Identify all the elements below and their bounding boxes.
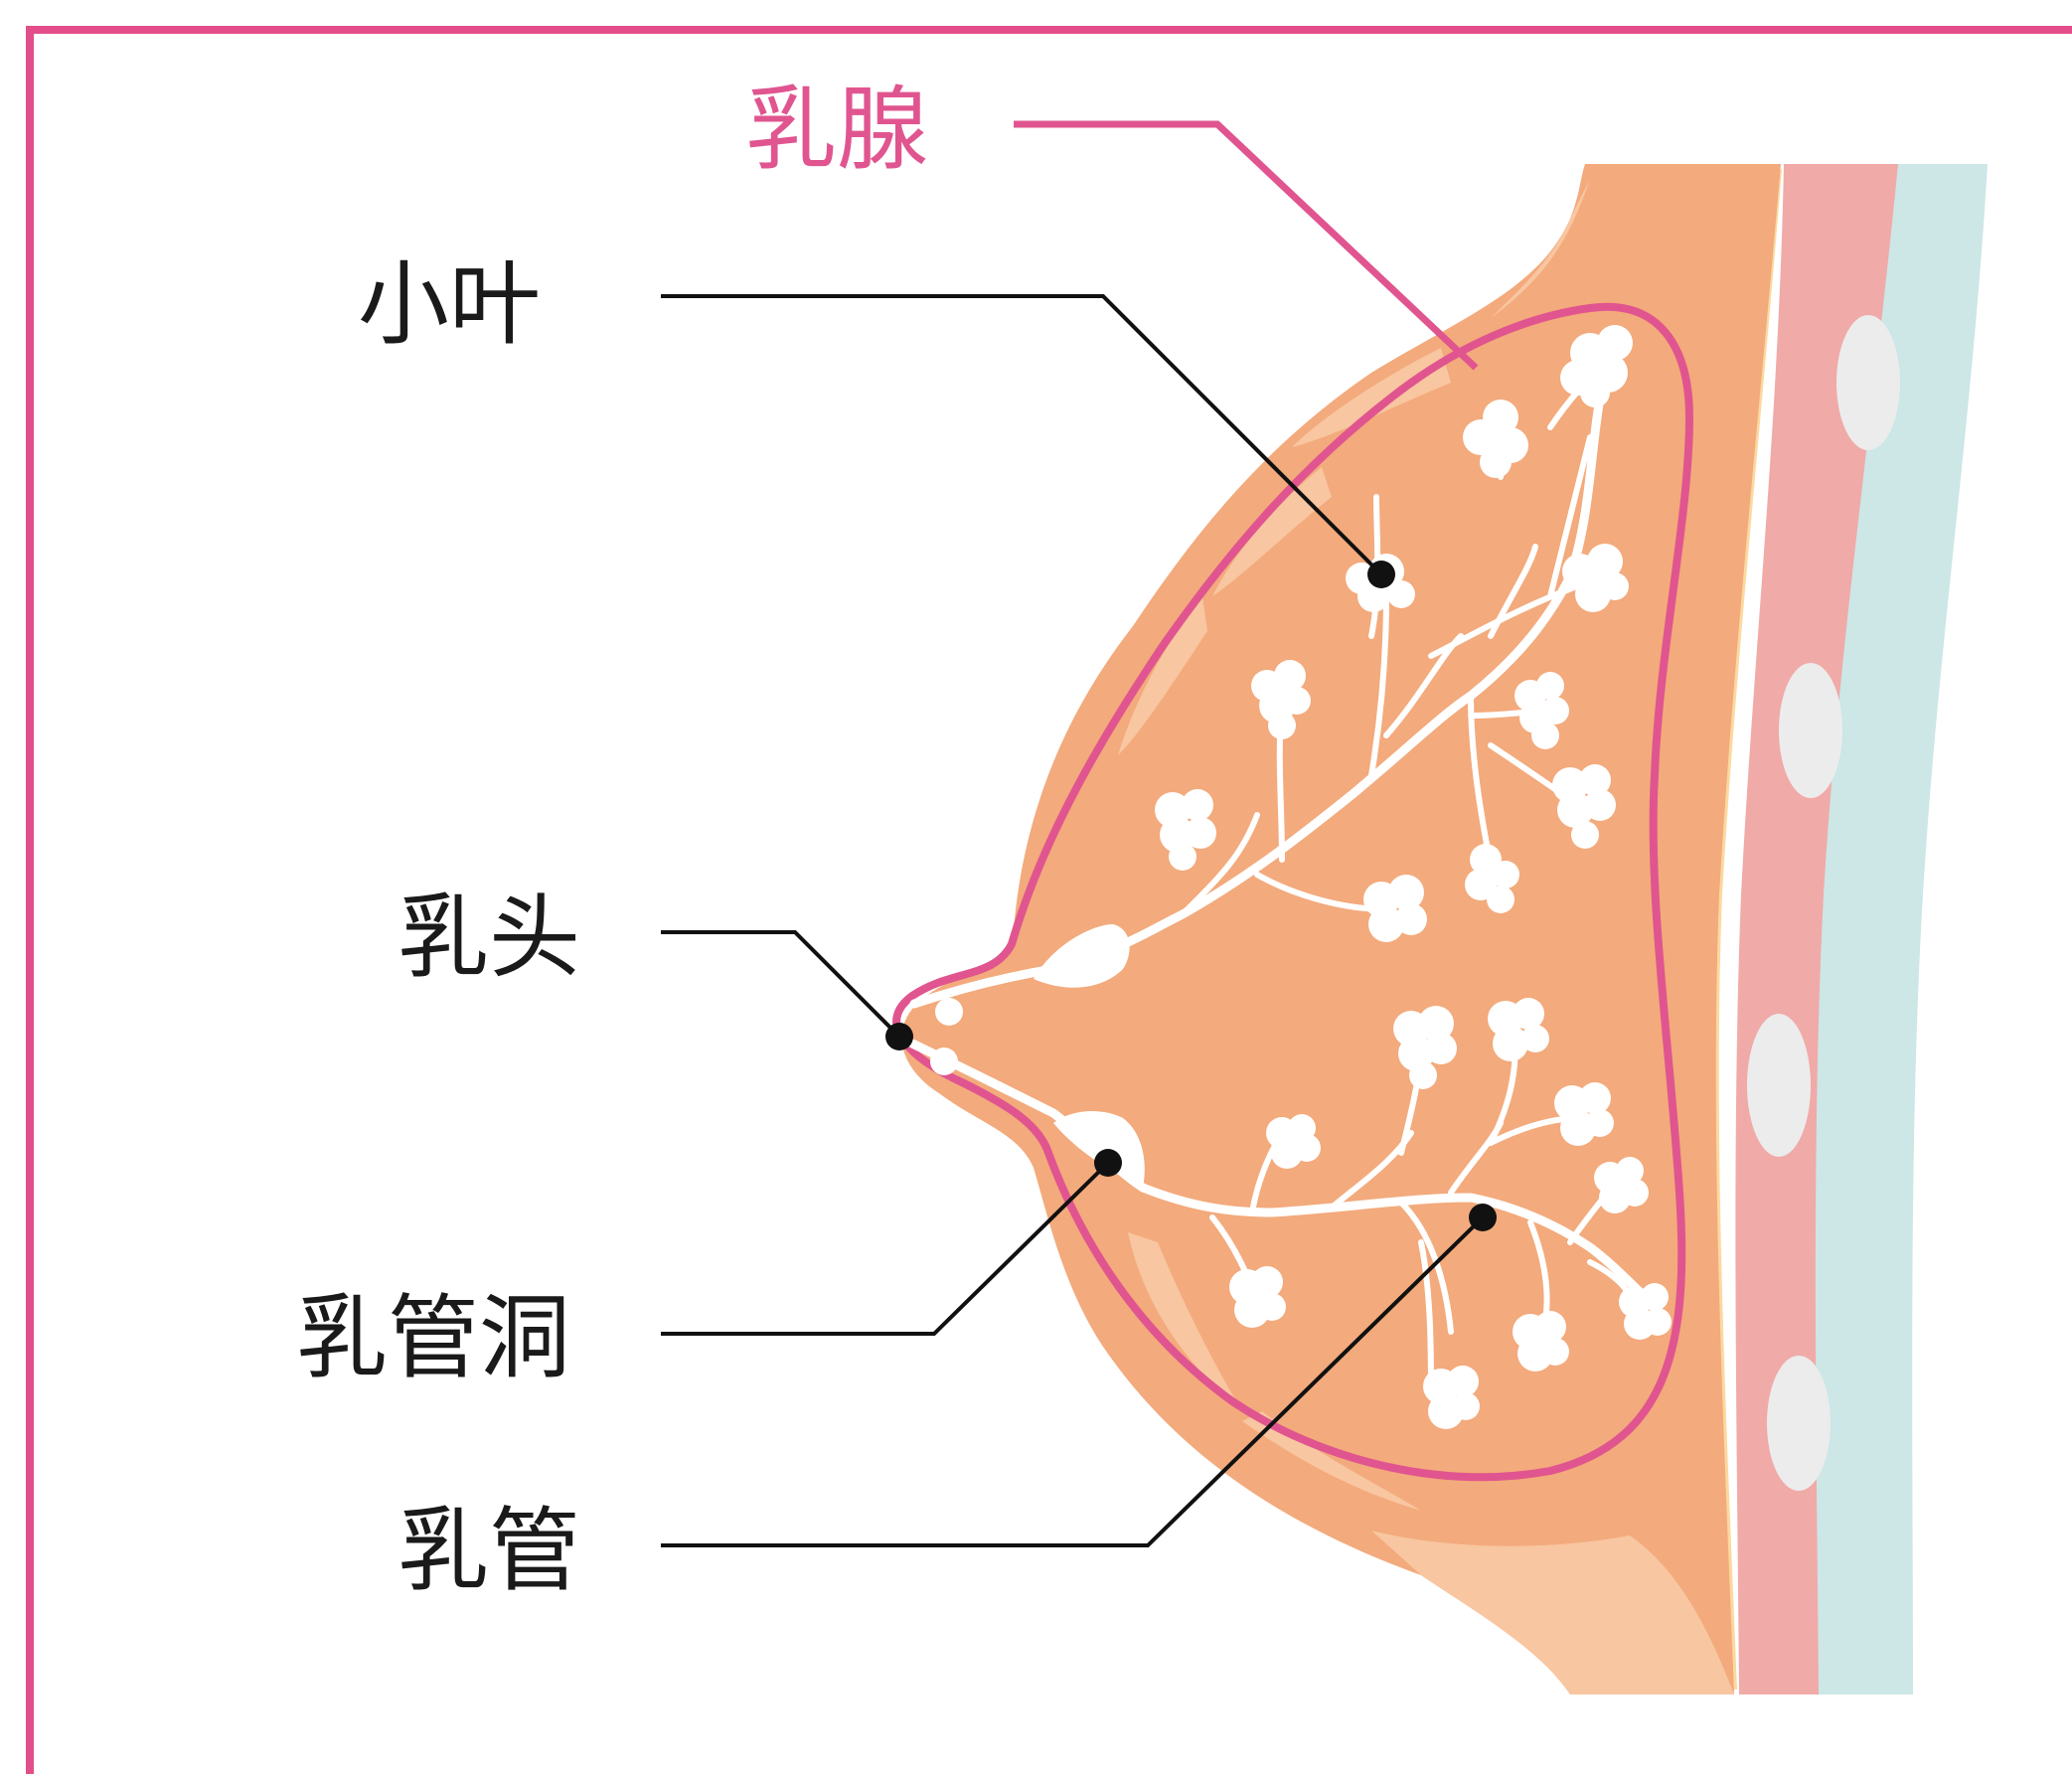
label-duct: 乳管 xyxy=(398,1498,580,1604)
lobule-cluster xyxy=(1363,875,1427,942)
lobule-cluster xyxy=(1552,764,1616,849)
rib xyxy=(1779,663,1842,798)
lobule-cluster xyxy=(1463,400,1528,478)
lobule-cluster xyxy=(1560,325,1633,407)
lobule-cluster xyxy=(1488,998,1549,1061)
lobule-cluster xyxy=(1155,789,1216,871)
lobule-cluster xyxy=(1562,544,1629,612)
leader-dot-nipple xyxy=(885,1023,913,1050)
duct-branch xyxy=(1180,812,1260,917)
fat-pocket xyxy=(1371,1531,1734,1694)
lobule-cluster xyxy=(1266,1114,1321,1169)
chest-wall xyxy=(1712,164,1988,1694)
nipple-pore xyxy=(935,998,963,1026)
lobule-cluster xyxy=(1423,1366,1480,1429)
lobule-cluster xyxy=(1229,1266,1286,1328)
sinus-upper xyxy=(1034,924,1130,988)
pectoral-muscle xyxy=(1735,164,1898,1694)
leader-dot-lobule xyxy=(1367,561,1395,588)
lobule-cluster xyxy=(1554,1082,1614,1146)
rib-layer xyxy=(1812,164,1988,1694)
mammary-gland-outline xyxy=(892,302,1694,1482)
fat-pocket xyxy=(1292,348,1451,447)
label-sinus: 乳管洞 xyxy=(296,1285,570,1391)
nipple-pore xyxy=(930,1048,958,1075)
fat-pocket xyxy=(1128,1232,1242,1411)
label-gland: 乳腺 xyxy=(745,77,928,183)
lobule-cluster xyxy=(1594,1157,1649,1213)
lobule-cluster xyxy=(1619,1283,1672,1340)
leader-nipple xyxy=(661,930,901,1039)
fat-pocket xyxy=(1118,596,1207,755)
label-nipple: 乳头 xyxy=(398,885,580,991)
leader-sinus xyxy=(661,1161,1110,1336)
duct-branch xyxy=(1368,593,1389,778)
leader-dot-duct xyxy=(1469,1204,1497,1231)
lobule-cluster xyxy=(1465,844,1519,913)
fat-pocket xyxy=(1212,467,1332,596)
rib xyxy=(1747,1014,1811,1157)
label-lobule: 小叶 xyxy=(358,251,541,358)
leader-lines xyxy=(661,120,1497,1547)
leader-gland xyxy=(1014,120,1479,371)
duct-branch xyxy=(1547,434,1593,599)
rib xyxy=(1836,315,1900,450)
sinus-lower xyxy=(1053,1111,1145,1188)
lobule-cluster xyxy=(1393,1006,1457,1089)
lobules xyxy=(930,325,1672,1429)
leader-dot-sinus xyxy=(1094,1149,1122,1177)
rib xyxy=(1767,1356,1831,1491)
duct-lower-main xyxy=(907,1039,1655,1307)
lobule-cluster xyxy=(1251,660,1311,739)
leader-duct xyxy=(661,1215,1485,1547)
leader-lobule xyxy=(661,294,1383,576)
diagram-frame xyxy=(26,26,2072,1774)
duct-branch xyxy=(1488,544,1538,639)
duct-branch xyxy=(1398,1200,1454,1335)
lobule-cluster xyxy=(1514,672,1569,749)
lobule-cluster xyxy=(1513,1311,1569,1371)
